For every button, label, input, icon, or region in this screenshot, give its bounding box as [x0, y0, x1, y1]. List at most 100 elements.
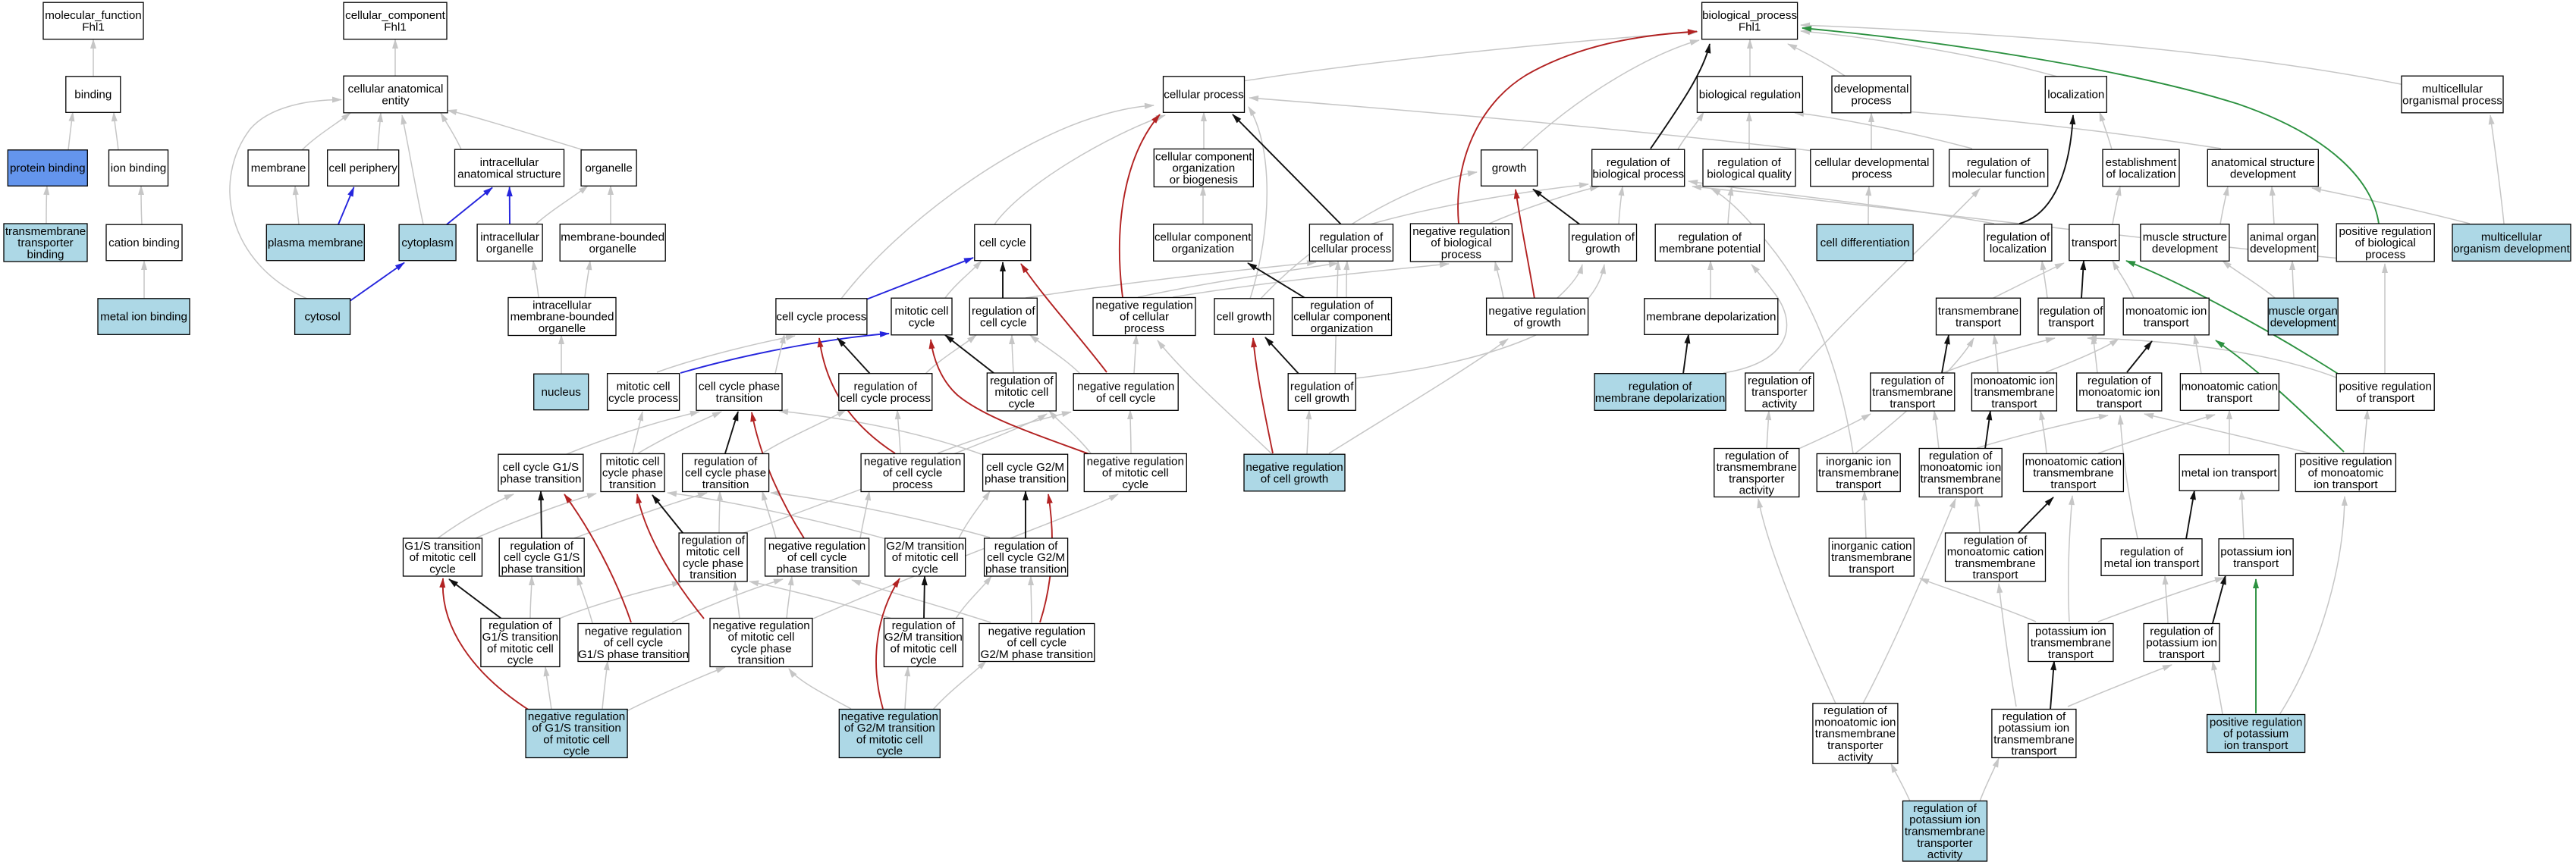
- svg-text:metal ion transport: metal ion transport: [2104, 557, 2201, 570]
- svg-text:anatomical structure: anatomical structure: [2211, 156, 2315, 169]
- svg-text:regulation of: regulation of: [1881, 375, 1945, 387]
- svg-text:organismal process: organismal process: [2402, 94, 2502, 107]
- svg-text:Fhl1: Fhl1: [384, 20, 407, 33]
- svg-text:biological process: biological process: [1592, 168, 1684, 180]
- svg-text:regulation of: regulation of: [1748, 375, 1811, 387]
- svg-text:development: development: [2250, 243, 2317, 255]
- svg-text:mitotic cell: mitotic cell: [606, 455, 660, 468]
- svg-text:regulation of: regulation of: [510, 540, 573, 553]
- svg-text:cellular component: cellular component: [1154, 231, 1252, 244]
- svg-text:mitotic cell: mitotic cell: [994, 386, 1048, 399]
- svg-text:monoatomic ion: monoatomic ion: [2125, 305, 2207, 318]
- svg-text:transition: transition: [716, 392, 763, 405]
- svg-text:of cell cycle: of cell cycle: [883, 467, 943, 480]
- svg-text:of G2/M transition: of G2/M transition: [844, 722, 935, 735]
- svg-text:monoatomic ion: monoatomic ion: [2078, 386, 2160, 399]
- svg-text:transporter: transporter: [1917, 837, 1972, 850]
- svg-text:of transport: of transport: [2356, 392, 2415, 405]
- svg-text:regulation of: regulation of: [1987, 231, 2050, 244]
- svg-text:of mitotic cell: of mitotic cell: [891, 642, 957, 655]
- svg-text:transport: transport: [2049, 316, 2095, 329]
- svg-text:development: development: [2230, 168, 2297, 180]
- svg-text:regulation of: regulation of: [972, 305, 1035, 318]
- svg-text:transmembrane: transmembrane: [1905, 826, 1985, 838]
- svg-text:biological quality: biological quality: [1707, 168, 1792, 180]
- svg-text:entity: entity: [382, 94, 410, 107]
- svg-text:multicellular: multicellular: [2422, 83, 2483, 96]
- svg-text:cell cycle phase: cell cycle phase: [699, 381, 780, 393]
- svg-text:cell growth: cell growth: [1217, 311, 1272, 324]
- svg-text:cell cycle phase: cell cycle phase: [685, 467, 766, 480]
- svg-text:cell cycle process: cell cycle process: [776, 311, 866, 324]
- svg-text:regulation of: regulation of: [1320, 231, 1384, 244]
- svg-text:transport: transport: [2207, 392, 2253, 405]
- svg-text:Fhl1: Fhl1: [82, 20, 105, 33]
- svg-text:cycle: cycle: [429, 563, 456, 576]
- svg-text:regulation of: regulation of: [1571, 231, 1635, 244]
- svg-text:transmembrane: transmembrane: [1955, 557, 2035, 570]
- svg-text:anatomical structure: anatomical structure: [457, 168, 561, 180]
- svg-text:phase transition: phase transition: [501, 563, 583, 576]
- svg-text:intracellular: intracellular: [480, 231, 539, 244]
- svg-text:of mitotic cell: of mitotic cell: [543, 733, 610, 746]
- svg-text:of mitotic cell: of mitotic cell: [728, 631, 795, 644]
- svg-text:cycle: cycle: [1008, 398, 1035, 411]
- svg-text:organelle: organelle: [589, 243, 636, 255]
- svg-text:cell cycle G1/S: cell cycle G1/S: [503, 461, 579, 474]
- svg-text:potassium ion: potassium ion: [1909, 813, 1981, 826]
- svg-text:transmembrane: transmembrane: [5, 225, 86, 238]
- svg-text:cycle process: cycle process: [608, 392, 678, 405]
- svg-text:transition: transition: [609, 478, 656, 491]
- svg-text:cellular process: cellular process: [1312, 243, 1392, 255]
- svg-text:transport: transport: [1956, 316, 2002, 329]
- svg-text:of biological: of biological: [2355, 237, 2416, 249]
- svg-text:monoatomic cation: monoatomic cation: [2025, 455, 2122, 468]
- svg-text:cell periphery: cell periphery: [329, 162, 398, 175]
- svg-text:of cell cycle: of cell cycle: [1096, 392, 1156, 405]
- svg-text:of cellular: of cellular: [1120, 311, 1169, 324]
- svg-text:organism development: organism development: [2453, 243, 2570, 255]
- svg-text:membrane-bounded: membrane-bounded: [510, 311, 614, 324]
- svg-text:molecular_function: molecular_function: [45, 9, 141, 22]
- svg-text:inorganic cation: inorganic cation: [1831, 540, 1912, 553]
- svg-text:binding: binding: [27, 249, 64, 262]
- svg-text:regulation of: regulation of: [2003, 710, 2066, 723]
- svg-text:activity: activity: [1927, 848, 1963, 861]
- svg-text:metal ion transport: metal ion transport: [2182, 467, 2278, 480]
- svg-text:potassium ion: potassium ion: [2220, 546, 2292, 559]
- svg-text:negative regulation: negative regulation: [1095, 299, 1192, 312]
- svg-text:organelle: organelle: [585, 162, 633, 175]
- svg-text:organelle: organelle: [486, 243, 534, 255]
- svg-text:regulation of: regulation of: [1964, 534, 2028, 547]
- svg-text:transport: transport: [2097, 398, 2143, 411]
- svg-text:localization: localization: [2047, 89, 2104, 102]
- svg-text:transport: transport: [1991, 398, 2037, 411]
- svg-text:transport: transport: [1836, 478, 1882, 491]
- svg-text:transport: transport: [2144, 316, 2190, 329]
- svg-text:Fhl1: Fhl1: [1739, 20, 1761, 33]
- svg-text:transport: transport: [1938, 484, 1984, 497]
- svg-text:positive regulation: positive regulation: [2339, 381, 2431, 393]
- svg-text:multicellular: multicellular: [2481, 231, 2542, 244]
- svg-text:negative regulation: negative regulation: [1412, 225, 1509, 238]
- svg-text:of G1/S transition: of G1/S transition: [532, 722, 620, 735]
- svg-text:negative regulation: negative regulation: [841, 710, 938, 723]
- svg-text:establishment: establishment: [2106, 156, 2177, 169]
- svg-text:mitotic cell: mitotic cell: [686, 546, 740, 559]
- svg-text:developmental: developmental: [1834, 83, 1909, 96]
- svg-text:mitotic cell: mitotic cell: [617, 381, 671, 393]
- svg-text:process: process: [2365, 249, 2406, 262]
- svg-text:G2/M transition: G2/M transition: [886, 540, 964, 553]
- svg-text:transmembrane: transmembrane: [1818, 467, 1899, 480]
- svg-text:regulation of: regulation of: [1607, 156, 1670, 169]
- svg-text:of cell cycle: of cell cycle: [604, 637, 664, 650]
- svg-text:binding: binding: [74, 89, 112, 102]
- svg-text:cell cycle G2/M: cell cycle G2/M: [987, 551, 1065, 564]
- svg-text:of cell cycle: of cell cycle: [1007, 637, 1067, 650]
- svg-text:cycle: cycle: [910, 654, 937, 667]
- svg-text:cell cycle process: cell cycle process: [840, 392, 931, 405]
- svg-text:transport: transport: [2050, 478, 2097, 491]
- svg-text:activity: activity: [1762, 398, 1798, 411]
- svg-text:muscle structure: muscle structure: [2143, 231, 2227, 244]
- svg-text:organization: organization: [1172, 162, 1235, 175]
